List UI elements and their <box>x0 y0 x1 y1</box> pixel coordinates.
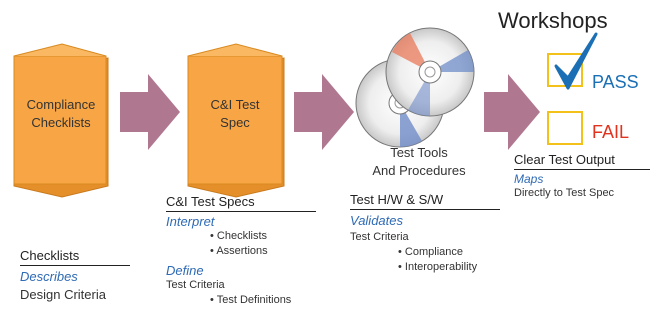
right-arrow-icon <box>294 74 354 150</box>
hw-column: Test H/W & S/W Validates Test Criteria C… <box>350 192 500 275</box>
specs-desc-define: Test Criteria <box>166 279 225 291</box>
fail-label: FAIL <box>592 122 630 142</box>
pass-label: PASS <box>592 72 639 92</box>
specs-bullet-test-definitions: Test Definitions <box>166 293 316 308</box>
right-arrow-icon <box>484 74 540 150</box>
fail-box <box>547 111 583 145</box>
checklists-desc: Design Criteria <box>20 287 106 302</box>
spec-folder-label: C&I Test Spec <box>188 96 282 132</box>
checklists-verb: Describes <box>20 269 78 284</box>
check-mark-icon <box>554 32 598 90</box>
checklists-title: Checklists <box>20 248 130 266</box>
hw-verb: Validates <box>350 213 403 228</box>
compliance-folder-label: Compliance Checklists <box>14 96 108 132</box>
specs-title: C&I Test Specs <box>166 194 316 212</box>
hw-bullet-2: Interoperability <box>350 260 500 275</box>
compliance-label-line2: Checklists <box>31 115 91 130</box>
output-column: Clear Test Output Maps Directly to Test … <box>514 152 650 201</box>
specs-column: C&I Test Specs Interpret Checklists Asse… <box>166 194 316 308</box>
output-desc: Directly to Test Spec <box>514 187 615 199</box>
spec-folder-icon <box>187 43 285 198</box>
tools-label-line2: And Procedures <box>372 163 466 178</box>
checklists-column: Checklists Describes Design Criteria <box>20 248 130 302</box>
hw-title: Test H/W & S/W <box>350 192 500 210</box>
spec-label-line2: Spec <box>220 115 250 130</box>
workshops-title: Workshops <box>498 8 608 33</box>
specs-bullet-assertions: Assertions <box>166 244 316 259</box>
pass-box <box>547 53 583 87</box>
spec-label-line1: C&I Test <box>210 97 260 112</box>
specs-bullet-checklists: Checklists <box>166 229 316 244</box>
hw-desc: Test Criteria <box>350 231 409 243</box>
hw-bullet-1: Compliance <box>350 245 500 260</box>
cd-disc-icon <box>385 27 475 117</box>
specs-verb-define: Define <box>166 263 204 278</box>
right-arrow-icon <box>120 74 180 150</box>
output-verb: Maps <box>514 172 544 186</box>
compliance-label-line1: Compliance <box>26 97 96 112</box>
specs-verb-interpret: Interpret <box>166 214 215 229</box>
compliance-folder-icon <box>13 43 109 198</box>
tools-label: Test Tools And Procedures <box>352 144 486 180</box>
tools-label-line1: Test Tools <box>390 145 448 160</box>
output-title: Clear Test Output <box>514 152 650 170</box>
